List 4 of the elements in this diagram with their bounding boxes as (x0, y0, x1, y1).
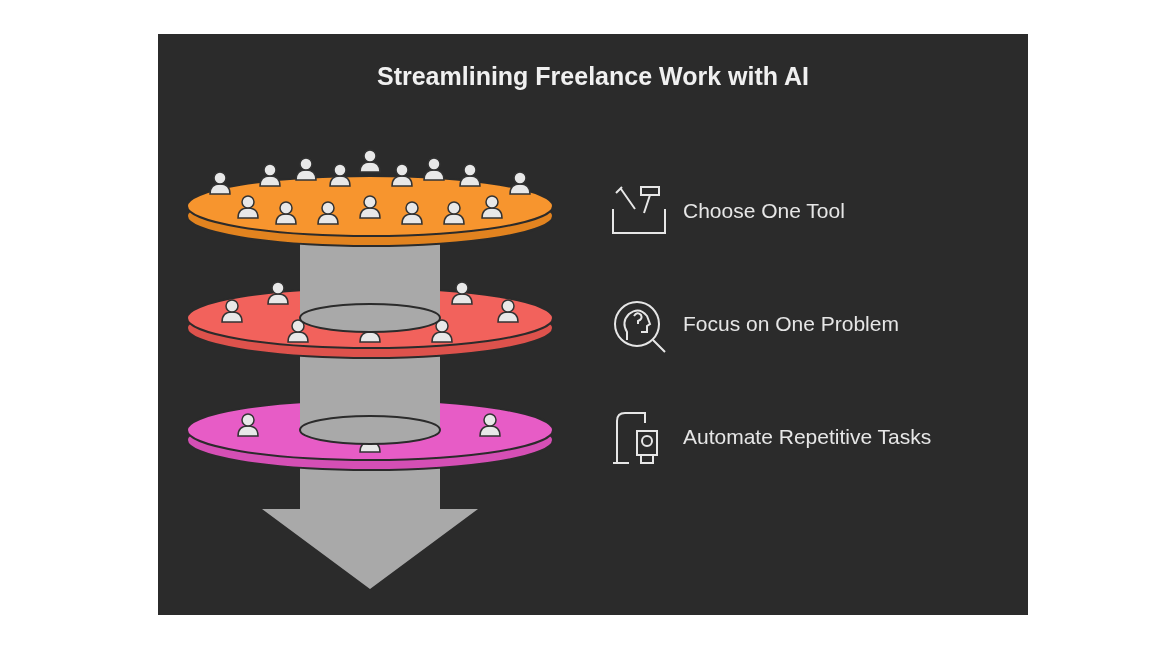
step-label: Automate Repetitive Tasks (683, 425, 932, 449)
title: Streamlining Freelance Work with AI (375, 62, 810, 91)
step-label: Choose One Tool (683, 199, 845, 223)
step-label: Focus on One Problem (683, 312, 899, 336)
